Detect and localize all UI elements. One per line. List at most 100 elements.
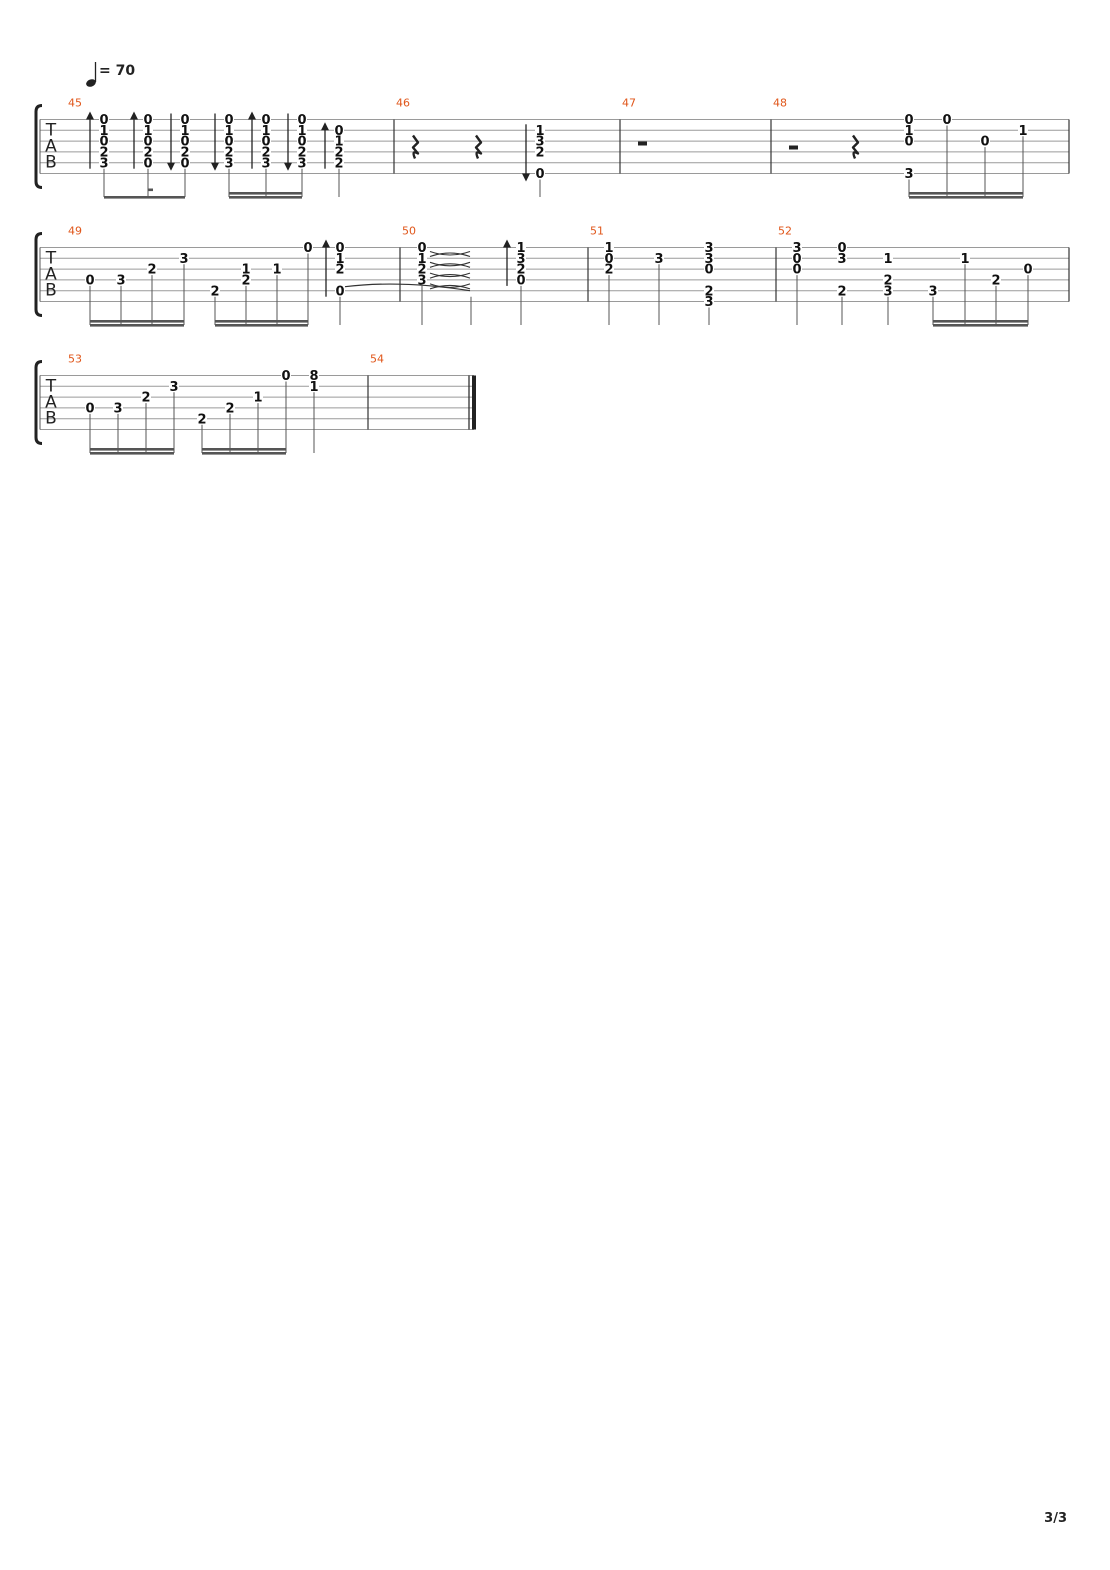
fret-backing [942,114,952,125]
fret-backing [253,391,263,403]
fret-number: 3 [904,167,913,182]
fret-backing [417,242,427,253]
fret-backing [417,263,427,275]
beam [202,448,286,451]
stroke-arrow-head-icon [321,122,329,131]
tab-clef-letter: B [45,281,57,301]
fret-backing [334,135,344,147]
tie-curve [429,284,471,290]
fret-backing [516,263,526,275]
fret-backing [99,124,109,136]
fret-backing [335,285,345,297]
fret-number: 1 [241,263,250,278]
fret-backing [535,135,545,147]
fret-number: 1 [1018,124,1027,139]
fret-backing [261,114,271,125]
quarter-rest-icon [411,134,420,159]
fret-backing [297,124,307,136]
fret-backing [654,252,664,264]
tab-clef-letter: B [45,153,57,173]
fret-backing [241,274,251,286]
fret-backing [297,135,307,147]
fret-backing [143,157,153,169]
fret-number: 1 [334,135,343,150]
fret-number: 0 [143,135,152,150]
fret-backing [904,114,914,125]
fret-number: 2 [143,146,152,161]
stroke-arrow-head-icon [211,162,219,171]
fret-backing [883,285,893,297]
fret-backing [1023,263,1033,275]
fret-backing [309,380,319,392]
measure-number: 49 [68,225,82,238]
beat: 0 [85,274,95,325]
stroke-arrow-head-icon [322,239,330,248]
fret-backing [516,242,526,253]
fret-number: 0 [303,241,312,256]
fret-backing [792,263,802,275]
fret-number: 0 [942,113,951,128]
quarter-note-icon [86,79,96,87]
fret-backing [180,157,190,169]
fret-backing [272,263,282,275]
beat: 1 [960,252,970,325]
fret-number: 1 [272,263,281,278]
fret-backing [297,114,307,125]
stroke-arrow-head-icon [248,111,256,120]
fret-number: 1 [143,124,152,139]
fret-backing [224,124,234,136]
fret-backing [116,274,126,286]
fret-backing [837,252,847,264]
fret-backing [334,124,344,136]
fret-number: 0 [85,402,94,417]
fret-number: 1 [261,124,270,139]
tab-clef-letter: A [45,265,57,285]
fret-number: 2 [297,146,306,161]
beam [933,324,1028,327]
fret-backing [143,135,153,147]
fret-number: 0 [335,241,344,256]
fret-number: 0 [261,135,270,150]
fret-number: 3 [169,380,178,395]
beat: 3 [179,252,189,325]
tab-clef-letter: A [45,393,57,413]
fret-number: 2 [991,274,1000,289]
fret-number: 0 [297,135,306,150]
fret-backing [179,252,189,264]
measure-number: 47 [622,97,636,110]
fret-backing [704,263,714,275]
fret-number: 0 [297,113,306,128]
fret-number: 0 [335,284,344,299]
fret-backing [704,242,714,253]
fret-backing [792,252,802,264]
stroke-arrow-head-icon [284,162,292,171]
fret-backing [261,135,271,147]
tie-curve [429,252,471,258]
fret-backing [417,252,427,264]
tab-clef-letter: T [45,249,57,269]
fret-number: 3 [297,156,306,171]
fret-number: 2 [335,263,344,278]
fret-number: 2 [241,274,250,289]
beat: 0 [1023,263,1033,325]
fret-backing [904,124,914,136]
measure-number: 48 [773,97,787,110]
beat: 102 [604,241,614,325]
fret-backing [143,114,153,125]
beam [909,196,1023,199]
fret-number: 3 [116,274,125,289]
fret-backing [225,402,235,414]
fret-backing [980,135,990,147]
fret-backing [792,242,802,253]
fret-backing [417,274,427,286]
fret-backing [904,168,914,179]
fret-number: 1 [224,124,233,139]
measure-number: 46 [396,97,410,110]
beat: 3 [654,252,664,325]
